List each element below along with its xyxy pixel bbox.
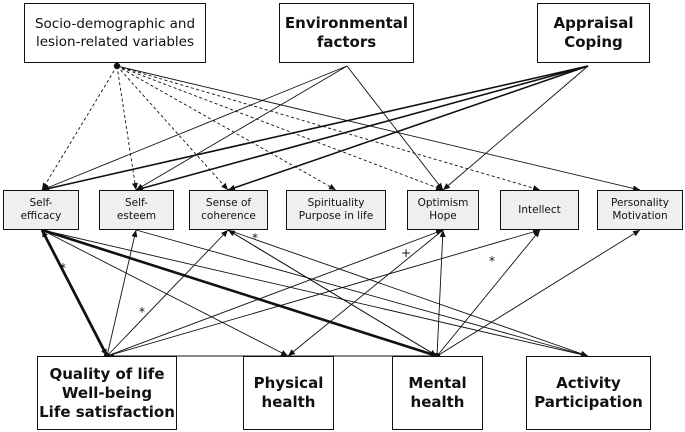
- connection-arrow: [436, 229, 446, 357]
- mental-health-box: Mental health: [392, 356, 483, 430]
- connection-arrow: [41, 65, 589, 192]
- significance-marker: +: [401, 246, 412, 260]
- sociodemographic-box: Socio-demographic and lesion-related var…: [24, 3, 206, 63]
- connection-arrow: [436, 229, 641, 357]
- connection-arrow: [41, 229, 589, 358]
- significance-marker: *: [60, 261, 66, 275]
- connection-arrow: [41, 229, 289, 357]
- connection-arrow: [346, 65, 444, 191]
- connection-arrow: [135, 65, 589, 192]
- personality-motivation-box: Personality Motivation: [597, 190, 683, 230]
- connection-arrow: [436, 229, 541, 357]
- self-efficacy-box: Self- efficacy: [3, 190, 79, 230]
- significance-marker: *: [489, 254, 495, 268]
- bold-path: [41, 228, 438, 358]
- connection-arrow: [41, 65, 348, 191]
- connection-arrow: [135, 229, 589, 358]
- appraisal-coping-box: Appraisal Coping: [537, 3, 650, 63]
- intellect-box: Intellect: [500, 190, 579, 230]
- significance-marker: *: [139, 305, 145, 319]
- connection-arrow: [106, 229, 541, 357]
- connection-arrow: [106, 229, 138, 357]
- connection-arrow: [116, 65, 641, 192]
- significance-marker: *: [252, 231, 258, 245]
- connection-arrow: [227, 229, 438, 357]
- bold-path: [40, 229, 109, 357]
- dashed-arrow: [116, 65, 541, 191]
- activity-participation-box: Activity Participation: [526, 356, 651, 430]
- optimism-hope-box: Optimism Hope: [407, 190, 479, 230]
- environmental-factors-box: Environmental factors: [279, 3, 414, 63]
- junction-dot: [113, 62, 121, 70]
- connection-arrow: [106, 229, 444, 357]
- dashed-arrow: [116, 65, 337, 191]
- spirituality-box: Spirituality Purpose in life: [286, 190, 386, 230]
- connection-arrow: [227, 229, 589, 357]
- connection-arrow: [135, 65, 348, 191]
- self-esteem-box: Self- esteem: [99, 190, 174, 230]
- sense-of-coherence-box: Sense of coherence: [189, 190, 268, 230]
- connection-arrow: [287, 229, 444, 357]
- physical-health-box: Physical health: [243, 356, 334, 430]
- dashed-arrow: [41, 65, 118, 191]
- quality-of-life-box: Quality of life Well-being Life satisfac…: [37, 356, 177, 430]
- connection-arrow: [442, 65, 589, 191]
- connection-arrow: [227, 65, 589, 191]
- connection-arrow: [106, 229, 229, 357]
- dashed-arrow: [116, 65, 229, 191]
